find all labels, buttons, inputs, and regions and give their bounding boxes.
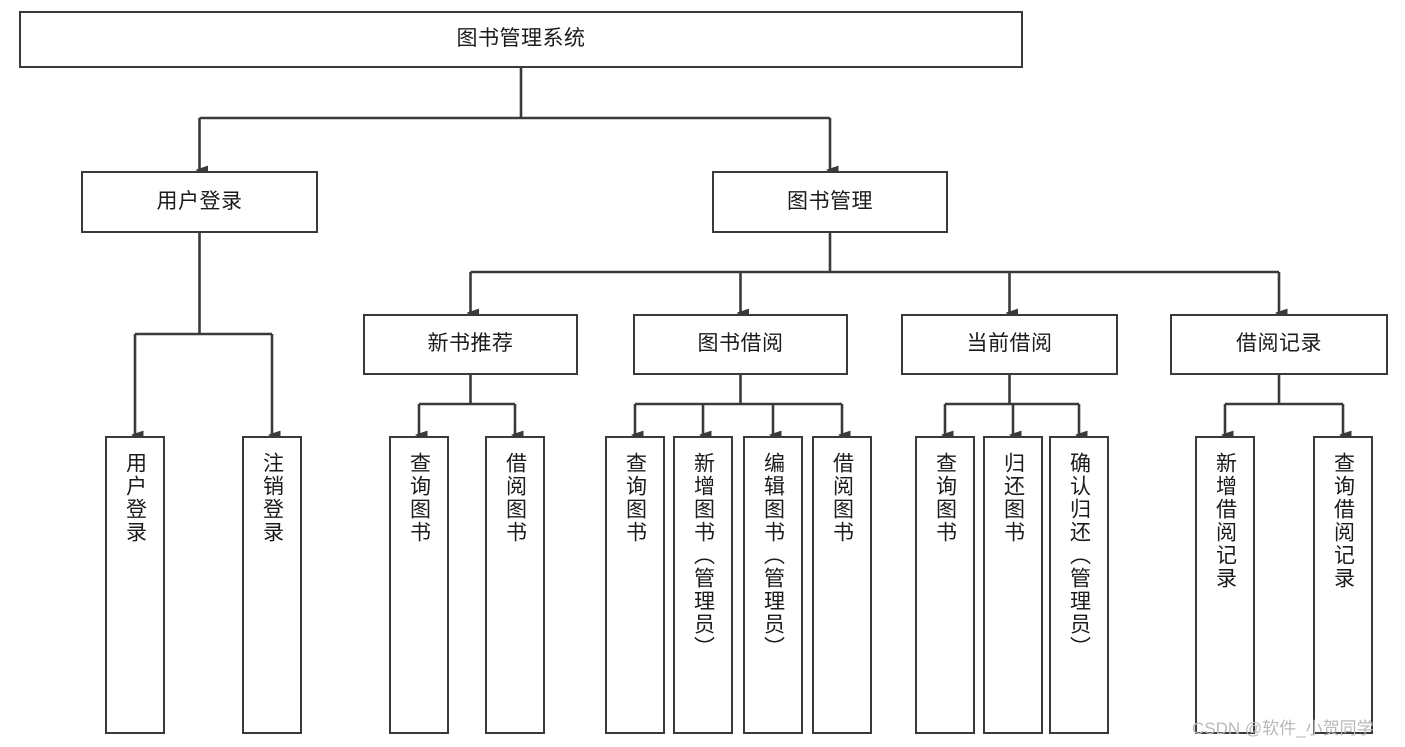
node-leaf-rec-1[interactable]: 新增借阅记录 (1195, 436, 1255, 734)
node-label: 借阅图书 (503, 452, 527, 544)
node-newbooks[interactable]: 新书推荐 (363, 314, 578, 375)
node-label: 借阅记录 (1236, 332, 1322, 356)
node-leaf-cur-2[interactable]: 归还图书 (983, 436, 1043, 734)
node-label: 图书管理 (787, 189, 873, 213)
node-leaf-cur-1[interactable]: 查询图书 (915, 436, 975, 734)
node-label: 确认归还（管理员） (1067, 452, 1091, 659)
node-label: 用户登录 (156, 189, 243, 213)
node-leaf-new-1[interactable]: 查询图书 (389, 436, 449, 734)
node-leaf-login-1[interactable]: 用户登录 (105, 436, 165, 734)
node-leaf-new-2[interactable]: 借阅图书 (485, 436, 545, 734)
node-bookmgmt[interactable]: 图书管理 (712, 171, 948, 233)
node-leaf-login-2[interactable]: 注销登录 (242, 436, 302, 734)
node-records[interactable]: 借阅记录 (1170, 314, 1388, 375)
node-label: 当前借阅 (966, 332, 1053, 356)
node-label: 编辑图书（管理员） (761, 452, 785, 659)
node-label: 图书管理系统 (456, 27, 586, 51)
node-label: 借阅图书 (830, 452, 854, 544)
node-label: 用户登录 (123, 452, 147, 544)
node-label: 查询图书 (933, 452, 957, 544)
node-leaf-bor-2[interactable]: 新增图书（管理员） (673, 436, 733, 734)
node-label: 图书借阅 (697, 332, 784, 356)
node-label: 查询图书 (623, 452, 647, 544)
node-label: 注销登录 (260, 452, 284, 544)
node-label: 查询图书 (407, 452, 431, 544)
node-label: 新增借阅记录 (1213, 452, 1237, 590)
node-label: 归还图书 (1001, 452, 1025, 544)
node-label: 新增图书（管理员） (691, 452, 715, 659)
node-root[interactable]: 图书管理系统 (19, 11, 1023, 68)
node-leaf-bor-3[interactable]: 编辑图书（管理员） (743, 436, 803, 734)
node-current[interactable]: 当前借阅 (901, 314, 1118, 375)
node-login[interactable]: 用户登录 (81, 171, 318, 233)
node-leaf-cur-3[interactable]: 确认归还（管理员） (1049, 436, 1109, 734)
node-leaf-bor-4[interactable]: 借阅图书 (812, 436, 872, 734)
node-label: 查询借阅记录 (1331, 452, 1355, 590)
node-label: 新书推荐 (427, 332, 514, 356)
node-leaf-rec-2[interactable]: 查询借阅记录 (1313, 436, 1373, 734)
node-borrow[interactable]: 图书借阅 (633, 314, 848, 375)
csdn-watermark: CSDN @软件_小贺同学 (1192, 719, 1374, 738)
node-leaf-bor-1[interactable]: 查询图书 (605, 436, 665, 734)
